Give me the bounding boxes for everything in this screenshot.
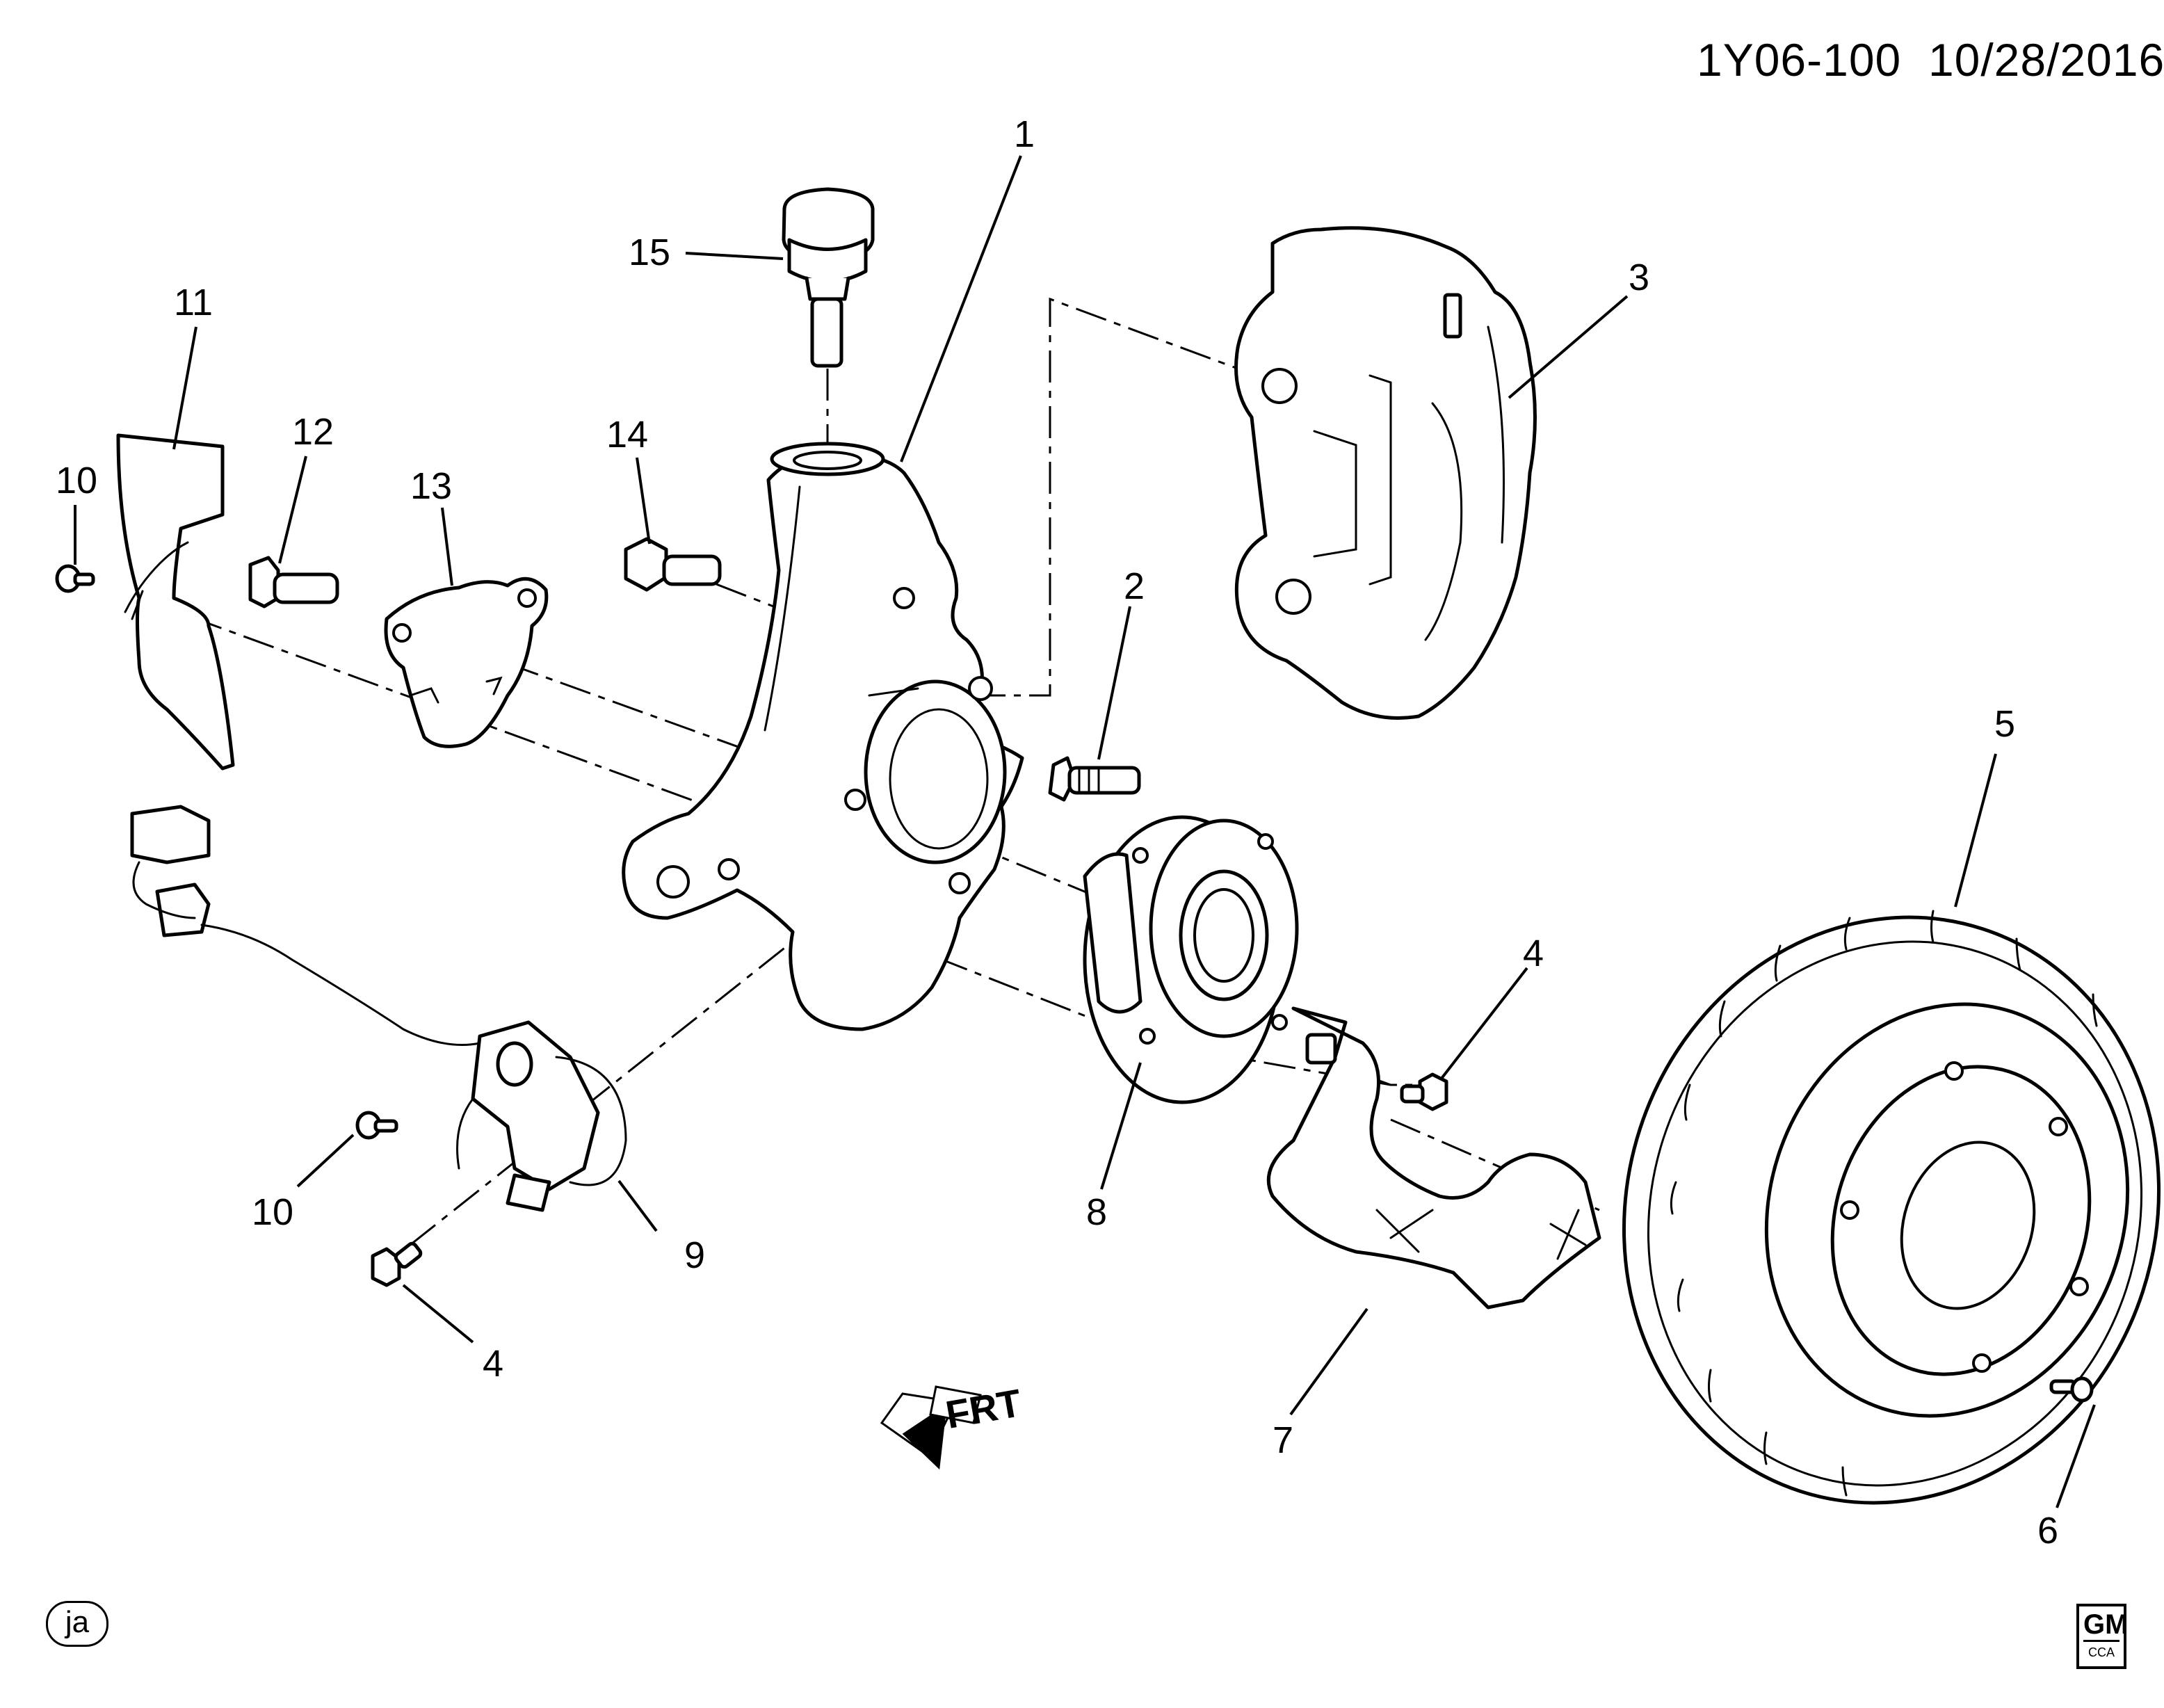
- document-id: 1Y06-100: [1697, 34, 1902, 86]
- callout-2: 2: [1124, 565, 1145, 607]
- plate-13-part: [384, 577, 549, 748]
- alignment-line-sensor-bolt: [410, 924, 814, 1246]
- bolt-14-part: [624, 537, 722, 592]
- callout-5: 5: [1994, 703, 2016, 745]
- callout-12: 12: [292, 411, 334, 453]
- callout-6: 6: [2037, 1510, 2059, 1552]
- ball-joint-part: [782, 187, 875, 368]
- frt-arrow-icon: [880, 1385, 982, 1470]
- bolt-4a-part: [1400, 1072, 1448, 1111]
- gm-logo: GM CCA: [2076, 1604, 2128, 1669]
- brake-rotor-part: [1622, 910, 2161, 1505]
- callout-9: 9: [684, 1234, 706, 1276]
- callout-3: 3: [1629, 257, 1650, 298]
- callout-8: 8: [1086, 1191, 1108, 1233]
- callout-15: 15: [629, 232, 671, 273]
- hub-bearing-part: [1083, 815, 1299, 1104]
- document-date: 10/28/2016: [1928, 34, 2164, 86]
- shield-11-part: [116, 433, 235, 771]
- callout-10a: 10: [56, 460, 98, 501]
- gm-logo-subtext: CCA: [2088, 1645, 2115, 1659]
- artist-initials: ja: [46, 1601, 108, 1647]
- alignment-line-shield-bolt: [1154, 1042, 1391, 1086]
- callout-7: 7: [1273, 1419, 1294, 1461]
- gm-logo-text: GM: [2083, 1609, 2128, 1642]
- rotor-screw-part: [2049, 1376, 2094, 1403]
- rotor-slots: [1670, 910, 2098, 1497]
- callout-11: 11: [174, 282, 213, 323]
- callout-4a: 4: [1523, 933, 1544, 974]
- callout-14: 14: [606, 414, 649, 456]
- alignment-line-bolt14: [716, 583, 780, 610]
- leader-lines: [74, 155, 2096, 1508]
- steering-knuckle-part: [622, 442, 1024, 1031]
- bolt-12-part: [248, 556, 339, 609]
- document-header: 1Y06-100 10/28/2016: [1697, 33, 2164, 86]
- brake-caliper-part: [1234, 226, 1537, 720]
- splash-shield-part: [1266, 1006, 1601, 1310]
- callout-13: 13: [410, 465, 453, 507]
- wheel-speed-sensor-part: [130, 805, 627, 1212]
- callout-4b: 4: [483, 1343, 504, 1385]
- callout-10b: 10: [252, 1191, 294, 1233]
- callout-1: 1: [1014, 113, 1035, 155]
- wheel-stud-part: [1048, 756, 1141, 802]
- screw-10b-part: [355, 1111, 398, 1140]
- bolt-4b-part: [371, 1241, 423, 1287]
- screw-10a-part: [55, 564, 95, 593]
